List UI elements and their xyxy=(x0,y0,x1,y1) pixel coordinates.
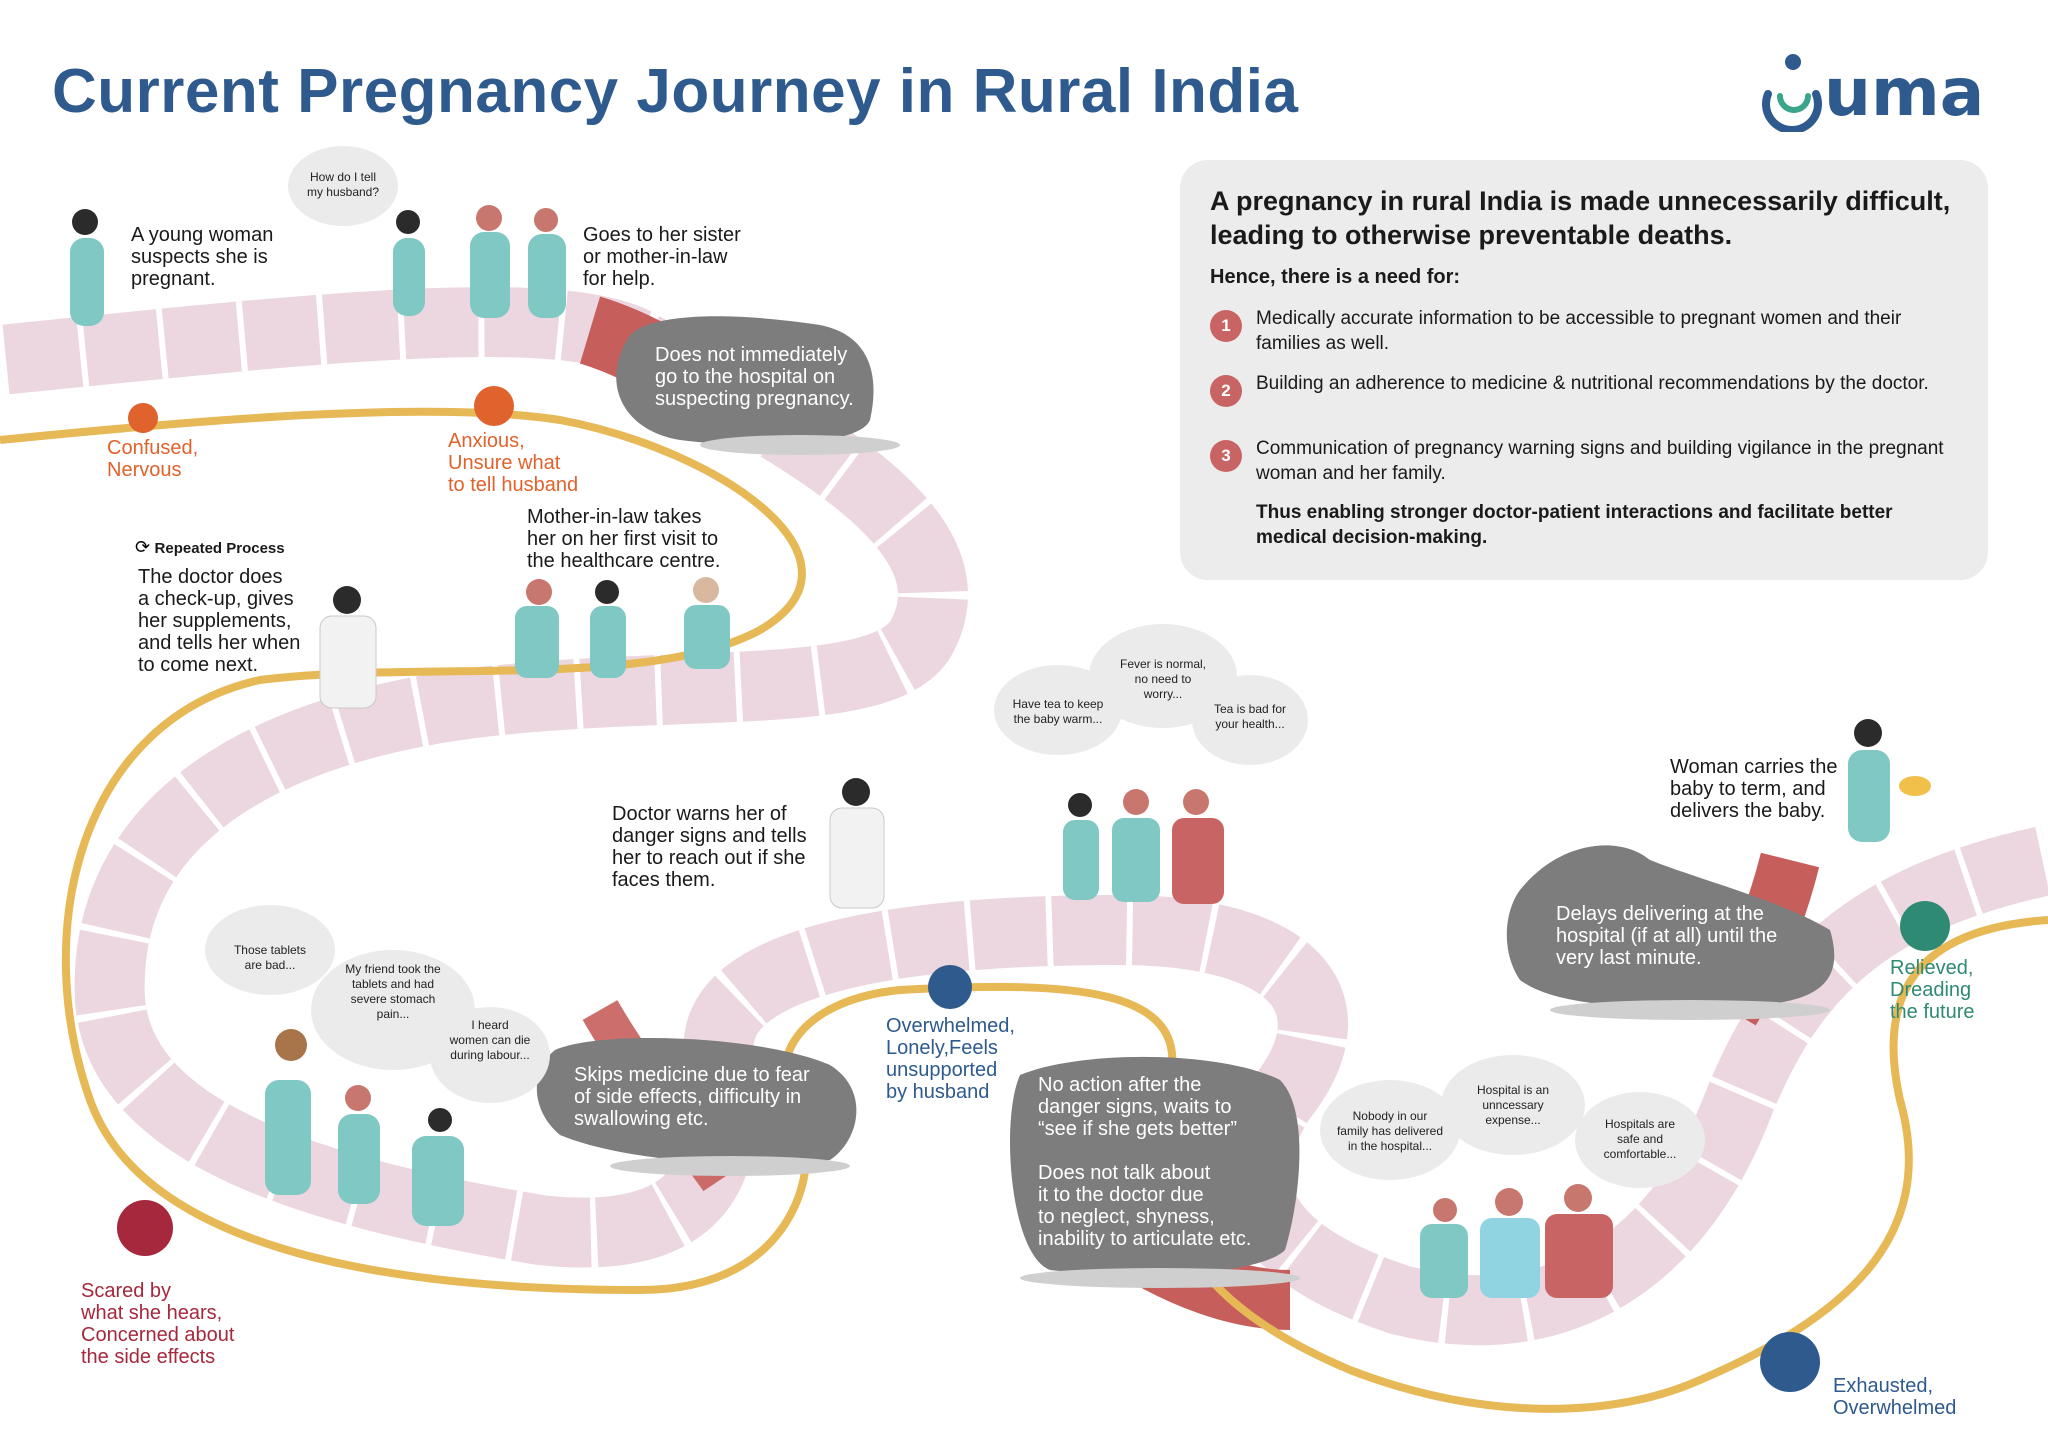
emotion-anxious: Anxious, Unsure what to tell husband xyxy=(448,430,579,496)
panel-heading: A pregnancy in rural India is made unnec… xyxy=(1210,186,1951,250)
logo: uma xyxy=(1762,52,2002,142)
emotion-dot-exhausted xyxy=(1760,1332,1820,1392)
emotion-confused: Confused, Nervous xyxy=(107,437,199,481)
bubble-nobody-delivered: Nobody in our family has delivered in th… xyxy=(1336,1109,1444,1153)
figure-woman-with-family xyxy=(393,205,566,318)
emotion-dot-anxious xyxy=(474,386,514,426)
panel-subheading: Hence, there is a need for: xyxy=(1210,266,1461,288)
emotion-scared: Scared by what she hears, Concerned abou… xyxy=(81,1280,235,1368)
obstacle-delays: Delays delivering at the hospital (if at… xyxy=(1556,903,1778,969)
need-text: Building an adherence to medicine & nutr… xyxy=(1256,373,1929,394)
emotion-dot-relieved xyxy=(1900,901,1950,951)
bubble-hospitals-safe: Hospitals are safe and comfortable... xyxy=(1603,1117,1677,1161)
emotion-dot-confused xyxy=(128,403,158,433)
step-goes-to-family: Goes to her sister or mother-in-law for … xyxy=(583,224,741,290)
figure-first-visit-group xyxy=(515,577,730,678)
step-doctor-checkup: The doctor does a check-up, gives her su… xyxy=(138,566,301,676)
uma-logo-mark xyxy=(1762,54,1822,134)
bubble-tablets-bad: Those tablets are bad... xyxy=(233,943,307,972)
repeated-process-label: Repeated Process xyxy=(154,540,285,557)
bubble-hospital-expense: Hospital is an unncessary expense... xyxy=(1476,1083,1550,1127)
panel-conclusion: Thus enabling stronger doctor-patient in… xyxy=(1256,502,1893,548)
rock-delays-shadow xyxy=(1550,1000,1830,1020)
bubble-women-die: I heard women can die during labour... xyxy=(449,1018,531,1062)
journey-road-dashes xyxy=(0,287,2048,1346)
figure-advice-family xyxy=(1063,789,1224,904)
figure-doctor-checkup xyxy=(319,586,377,709)
need-number: 3 xyxy=(1210,440,1242,472)
rock-no-hospital-shadow xyxy=(700,435,900,455)
bubble-tea-warm: Have tea to keep the baby warm... xyxy=(1012,697,1104,726)
obstacle-skips-medicine: Skips medicine due to fear of side effec… xyxy=(574,1064,810,1130)
figure-young-woman xyxy=(70,209,104,326)
rock-no-action-shadow xyxy=(1020,1268,1300,1288)
bubble-tell-husband: How do I tell my husband? xyxy=(306,170,380,199)
rock-delays xyxy=(1506,845,1835,1008)
emotion-exhausted: Exhausted, Overwhelmed xyxy=(1833,1375,1957,1419)
speech-bubbles xyxy=(205,146,1705,1188)
figure-neighbours xyxy=(265,1029,464,1226)
refresh-icon: ⟳ xyxy=(135,537,151,557)
need-text: Communication of pregnancy warning signs… xyxy=(1256,438,1944,484)
emotion-dot-overwhelmed xyxy=(928,965,972,1009)
rock-no-hospital xyxy=(616,316,874,445)
need-text: Medically accurate information to be acc… xyxy=(1256,308,1902,354)
rock-skips-medicine xyxy=(536,1038,857,1164)
bubble-friend-tablets: My friend took the tablets and had sever… xyxy=(345,962,441,1021)
repeated-process: ⟳ Repeated Process xyxy=(135,537,285,558)
emotion-overwhelmed: Overwhelmed, Lonely,Feels unsupported by… xyxy=(886,1015,1015,1103)
rock-no-action xyxy=(1010,1056,1300,1275)
obstacle-no-action: No action after the danger signs, waits … xyxy=(1038,1074,1252,1250)
need-number: 1 xyxy=(1210,310,1242,342)
emotion-path xyxy=(0,407,2048,1413)
needs-panel: A pregnancy in rural India is made unnec… xyxy=(1180,160,1988,580)
rock-skips-shadow xyxy=(610,1156,850,1176)
bubble-fever-normal: Fever is normal, no need to worry... xyxy=(1119,657,1207,701)
emotion-dot-scared xyxy=(117,1200,173,1256)
obstacle-no-hospital: Does not immediately go to the hospital … xyxy=(655,344,854,410)
step-doctor-warns: Doctor warns her of danger signs and tel… xyxy=(612,803,807,891)
need-number: 2 xyxy=(1210,375,1242,407)
page-title: Current Pregnancy Journey in Rural India xyxy=(52,57,1299,126)
step-delivers: Woman carries the baby to term, and deli… xyxy=(1670,756,1838,822)
logo-text: uma xyxy=(1824,54,1985,131)
emotion-relieved: Relieved, Dreading the future xyxy=(1890,957,1975,1023)
step-first-visit: Mother-in-law takes her on her first vis… xyxy=(527,506,721,572)
figure-mother-with-baby xyxy=(1848,719,1931,842)
figure-delivery-family xyxy=(1420,1184,1613,1298)
figure-doctor-warns xyxy=(829,778,885,909)
bubble-tea-bad: Tea is bad for your health... xyxy=(1213,702,1287,731)
step-suspects: A young woman suspects she is pregnant. xyxy=(131,224,274,290)
